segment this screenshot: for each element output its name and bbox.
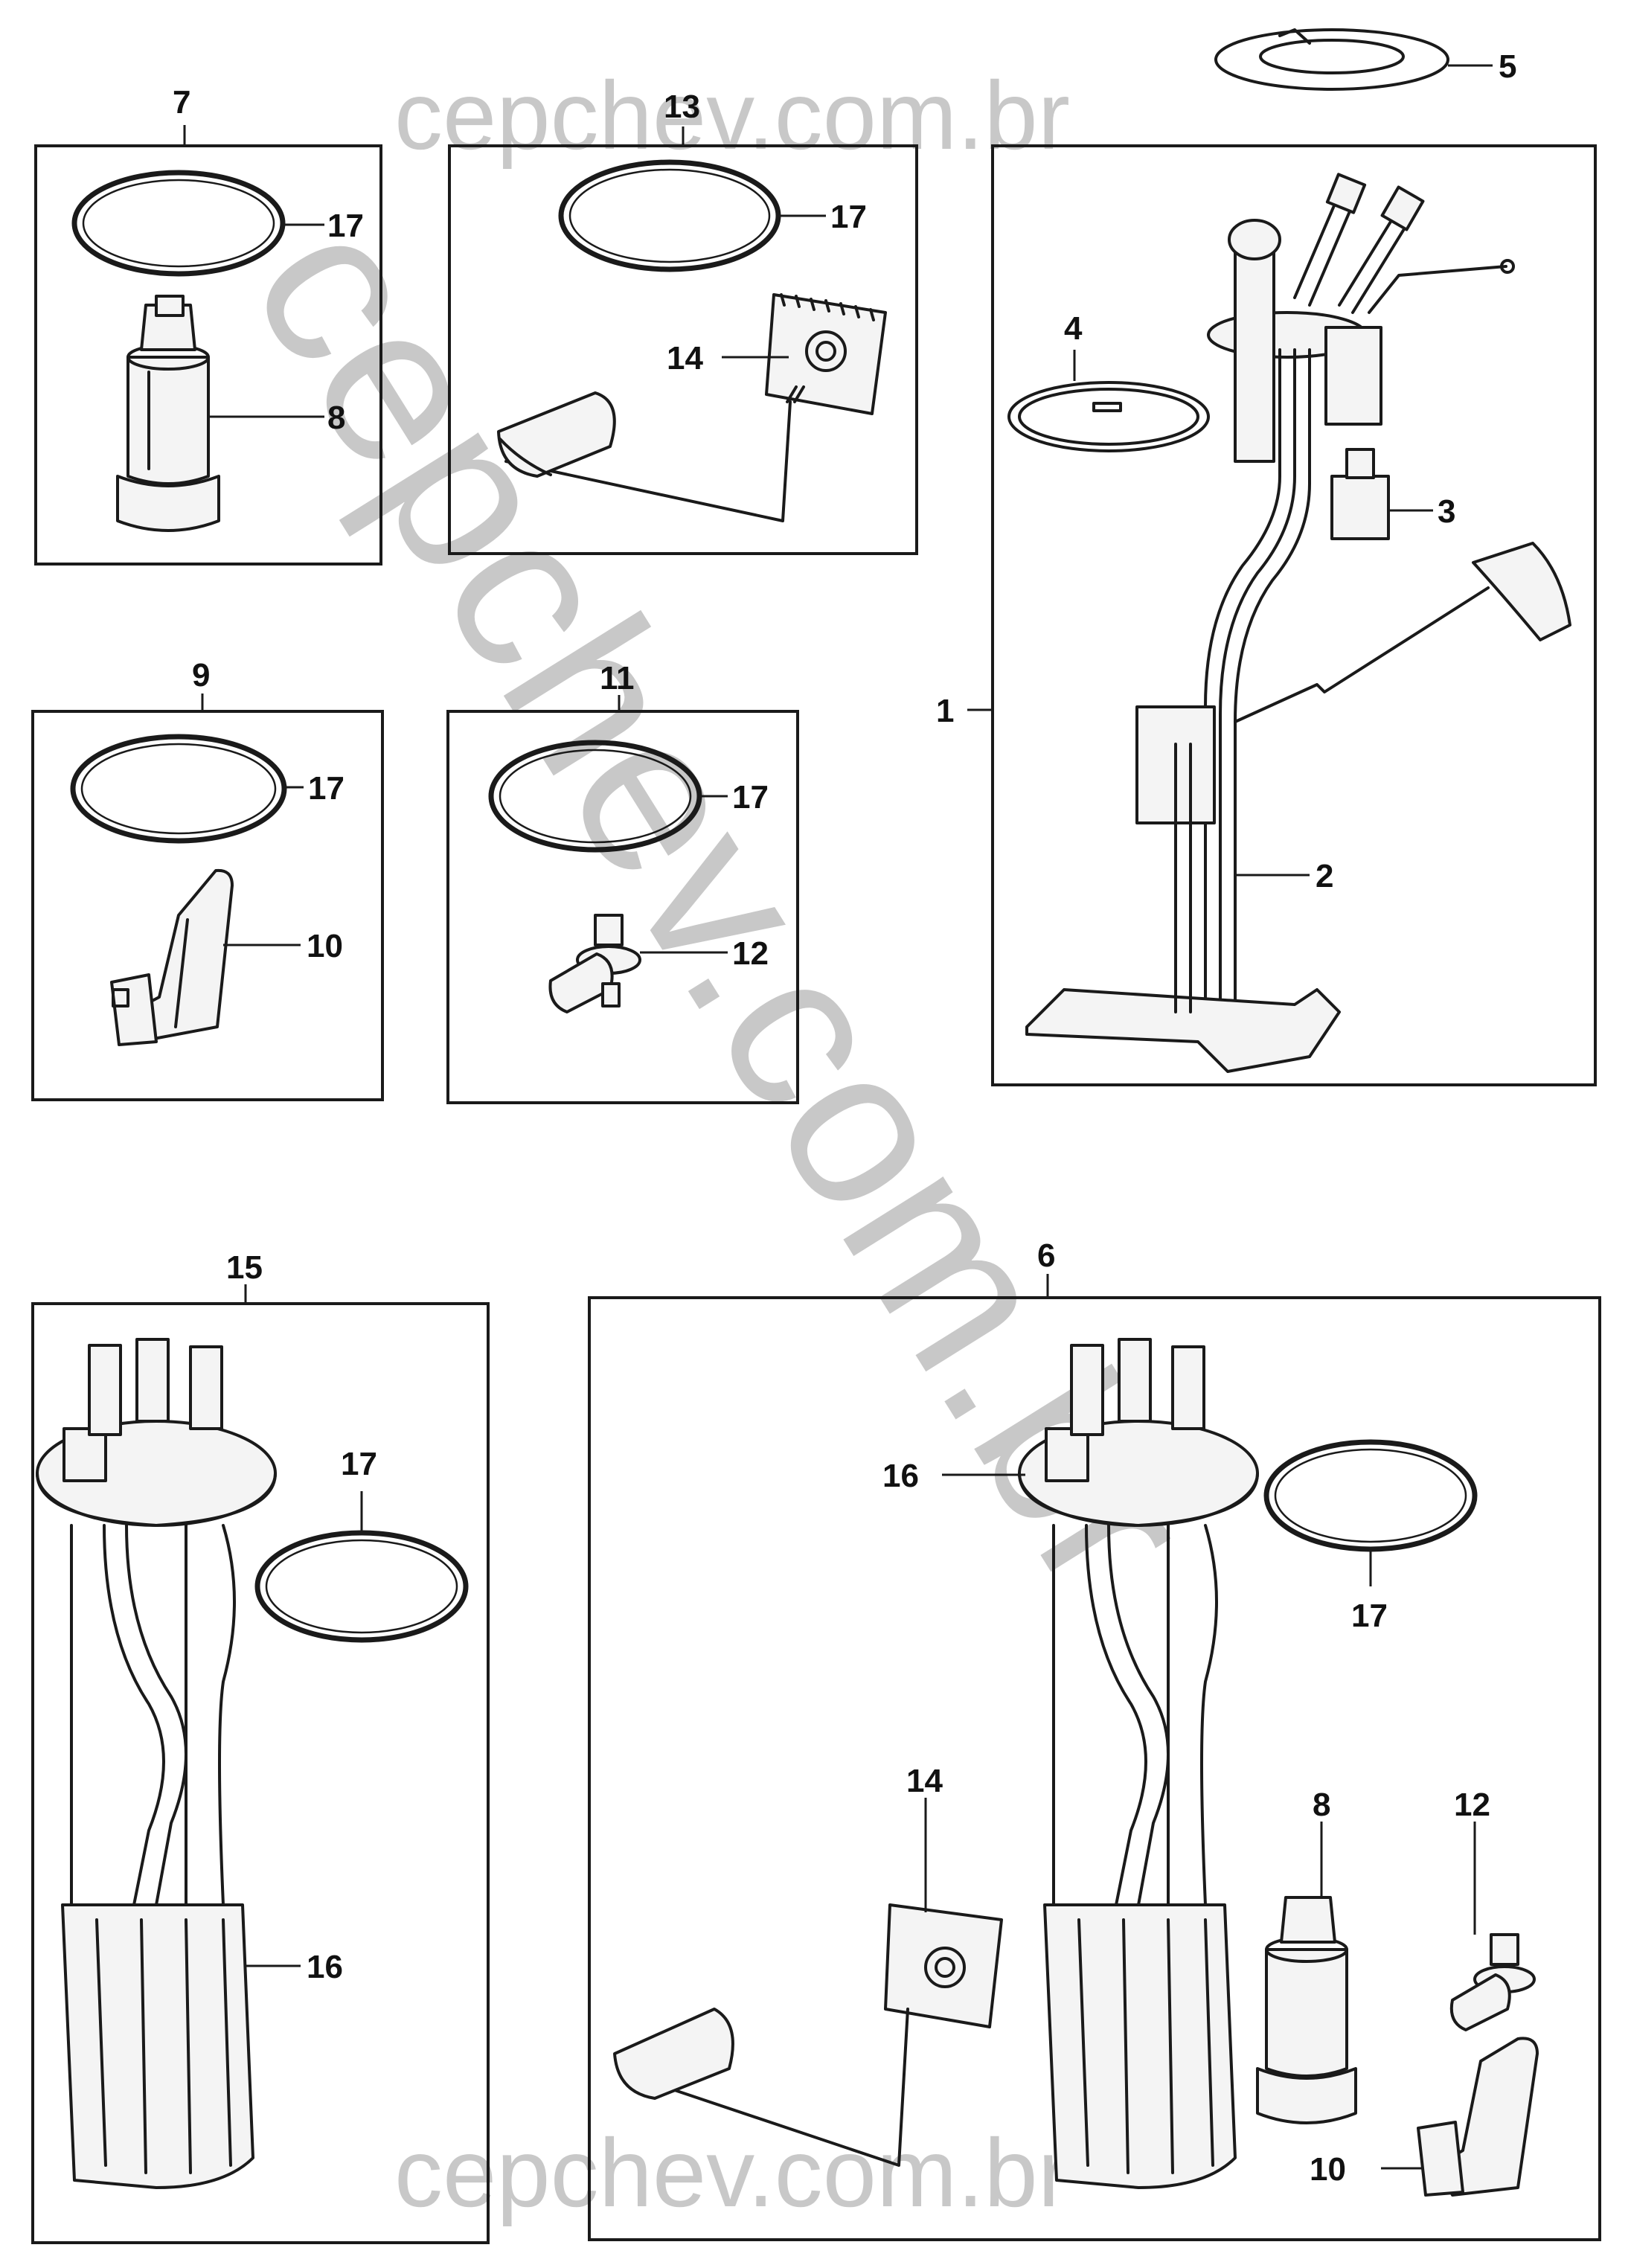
callout-16: 16 [882,1458,919,1494]
box-7 [34,144,382,566]
box-1 [991,144,1597,1086]
o-rings [70,159,1478,1643]
callout-1: 1 [936,693,954,729]
callout-17: 17 [1351,1598,1388,1634]
callout-3: 3 [1438,493,1455,530]
watermarks: cepchev.com.br cepchev.com.br cepchev.co… [204,61,1243,2227]
check-valve-icon [1449,1933,1536,2031]
callout-4: 4 [1064,310,1083,347]
watermark-bottom: cepchev.com.br [394,2118,1070,2227]
box-15 [31,1302,490,2244]
fuel-pump-module-icon [1018,1338,1259,2189]
callout-14: 14 [667,340,703,377]
tank-seal-icon [1007,381,1210,452]
callout-17: 17 [308,770,345,807]
callout-8: 8 [327,400,345,436]
callout-6: 6 [1037,1237,1055,1274]
callout-8: 8 [1313,1787,1330,1823]
box-11 [446,710,799,1104]
callout-13: 13 [664,89,700,125]
sender-bracket-icon [110,868,234,1046]
callout-12: 12 [1454,1787,1490,1823]
box-9 [31,710,384,1101]
o-ring-icon [254,1530,469,1643]
callout-17: 17 [341,1446,377,1482]
callout-17: 17 [732,779,769,816]
watermark-top: cepchev.com.br [394,61,1070,170]
fuel-pump-icon [116,295,220,532]
fuel-pump-icon [1256,1896,1357,2124]
callout-7: 7 [173,84,190,121]
callouts: 7 17 8 13 17 14 5 4 3 1 2 9 17 10 11 17 … [173,48,1516,2188]
fuel-level-sender-icon [613,1903,1003,2167]
callout-11: 11 [600,660,635,696]
callout-2: 2 [1316,858,1333,894]
lock-ring-icon [1214,28,1449,91]
callout-5: 5 [1499,48,1516,85]
callout-16: 16 [307,1949,343,1985]
fuel-pump-module-icon [36,1338,277,2189]
o-ring-icon [558,159,781,272]
pressure-regulator-icon [1330,448,1390,540]
box-6 [588,1296,1601,2241]
leader-lines [183,64,1493,2170]
callout-14: 14 [906,1763,943,1799]
o-ring-icon [1263,1439,1478,1552]
callout-15: 15 [226,1249,263,1286]
fuel-level-sender-icon [497,293,887,522]
callout-12: 12 [732,935,769,972]
fuel-sending-unit-icon [1025,173,1571,1073]
check-valve-icon [548,914,641,1013]
o-ring-icon [70,734,287,844]
callout-10: 10 [1310,2151,1346,2188]
callout-10: 10 [307,928,343,964]
callout-17: 17 [327,208,364,244]
callout-17: 17 [830,199,867,235]
sender-bracket-icon [1417,2037,1539,2197]
o-ring-icon [71,170,286,277]
callout-9: 9 [192,657,210,693]
